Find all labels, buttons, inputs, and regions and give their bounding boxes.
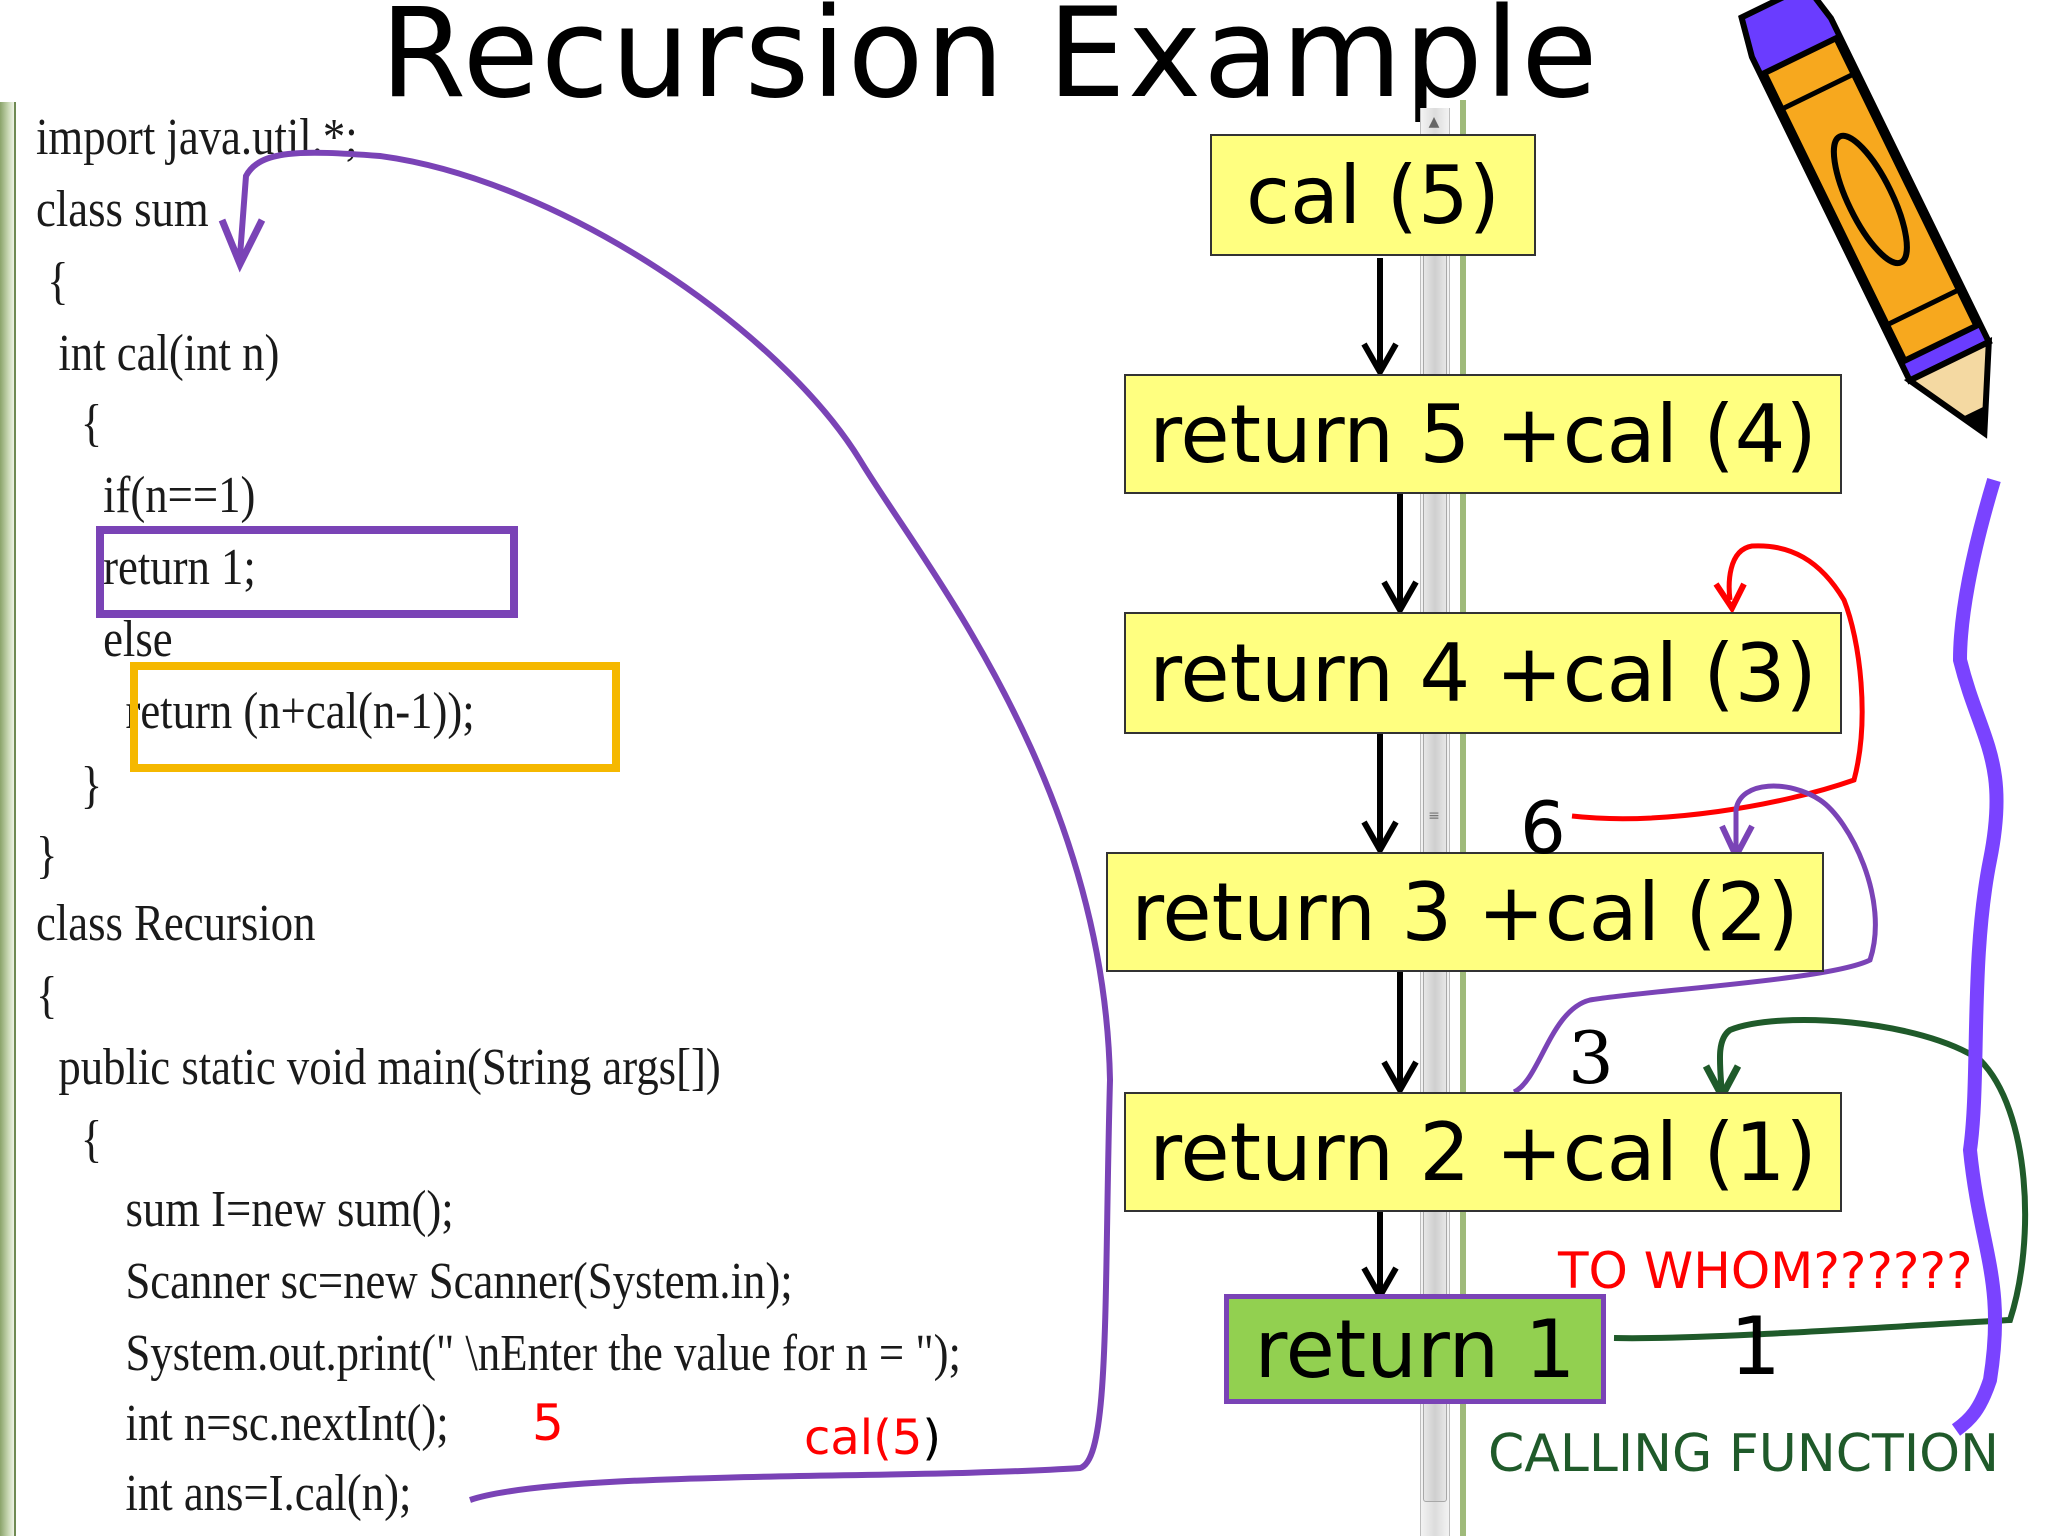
code-line: { [36, 1111, 103, 1168]
note-cal-call-prefix: cal( [804, 1410, 892, 1466]
code-line: int ans=I.cal(n); [36, 1465, 412, 1522]
note-value-1: 1 [1730, 1300, 1781, 1393]
note-calling-function: CALLING FUNCTION [1488, 1424, 1999, 1484]
code-line: } [36, 827, 58, 884]
scroll-up-arrow-icon[interactable]: ▲ [1428, 114, 1440, 130]
code-line: { [36, 253, 69, 310]
note-value-3: 3 [1568, 1016, 1614, 1100]
code-line: } [36, 757, 103, 814]
flow-box-return-3: return 3 +cal (2) [1106, 852, 1824, 972]
code-line: int cal(int n) [36, 325, 280, 382]
code-line: return 1; [36, 539, 256, 596]
flow-box-return-2: return 2 +cal (1) [1124, 1092, 1842, 1212]
flow-box-return-5: return 5 +cal (4) [1124, 374, 1842, 494]
code-line: Scanner sc=new Scanner(System.in); [36, 1253, 793, 1310]
code-line: System.out.print(" \nEnter the value for… [36, 1325, 961, 1382]
code-line: sum I=new sum(); [36, 1181, 454, 1238]
note-value-6: 6 [1520, 786, 1566, 870]
code-line: class Recursion [36, 895, 316, 952]
code-line: else [36, 611, 173, 668]
code-line: { [36, 395, 103, 452]
pencil-icon [1738, 0, 1993, 439]
flow-box-base-case: return 1 [1224, 1294, 1606, 1404]
flow-arrows [1361, 258, 1419, 1303]
code-line: if(n==1) [36, 467, 256, 524]
page-title: Recursion Example [380, 0, 1600, 126]
editor-left-edge [0, 102, 14, 1536]
note-cal-call-suffix: ) [922, 1410, 942, 1466]
base-case-highlight [96, 526, 518, 618]
note-cal-call: cal(5) [804, 1410, 941, 1466]
code-line: class sum [36, 181, 209, 238]
divider-line [1460, 100, 1466, 1536]
note-cal-call-arg: 5 [891, 1410, 923, 1466]
editor-left-edge-line [14, 102, 16, 1536]
note-to-whom: TO WHOM?????? [1558, 1242, 1973, 1300]
code-line: return (n+cal(n-1)); [36, 683, 475, 740]
flow-box-return-4: return 4 +cal (3) [1124, 612, 1842, 734]
code-line: public static void main(String args[]) [36, 1039, 721, 1096]
code-line: int n=sc.nextInt(); [36, 1395, 449, 1452]
recursive-call-highlight [130, 662, 620, 772]
flow-box-cal-5: cal (5) [1210, 134, 1536, 256]
note-input-value: 5 [532, 1394, 564, 1452]
code-line: import java.util.*; [36, 109, 358, 166]
scrollbar-grip-icon: ≡ [1428, 808, 1440, 824]
code-line: { [36, 967, 58, 1024]
